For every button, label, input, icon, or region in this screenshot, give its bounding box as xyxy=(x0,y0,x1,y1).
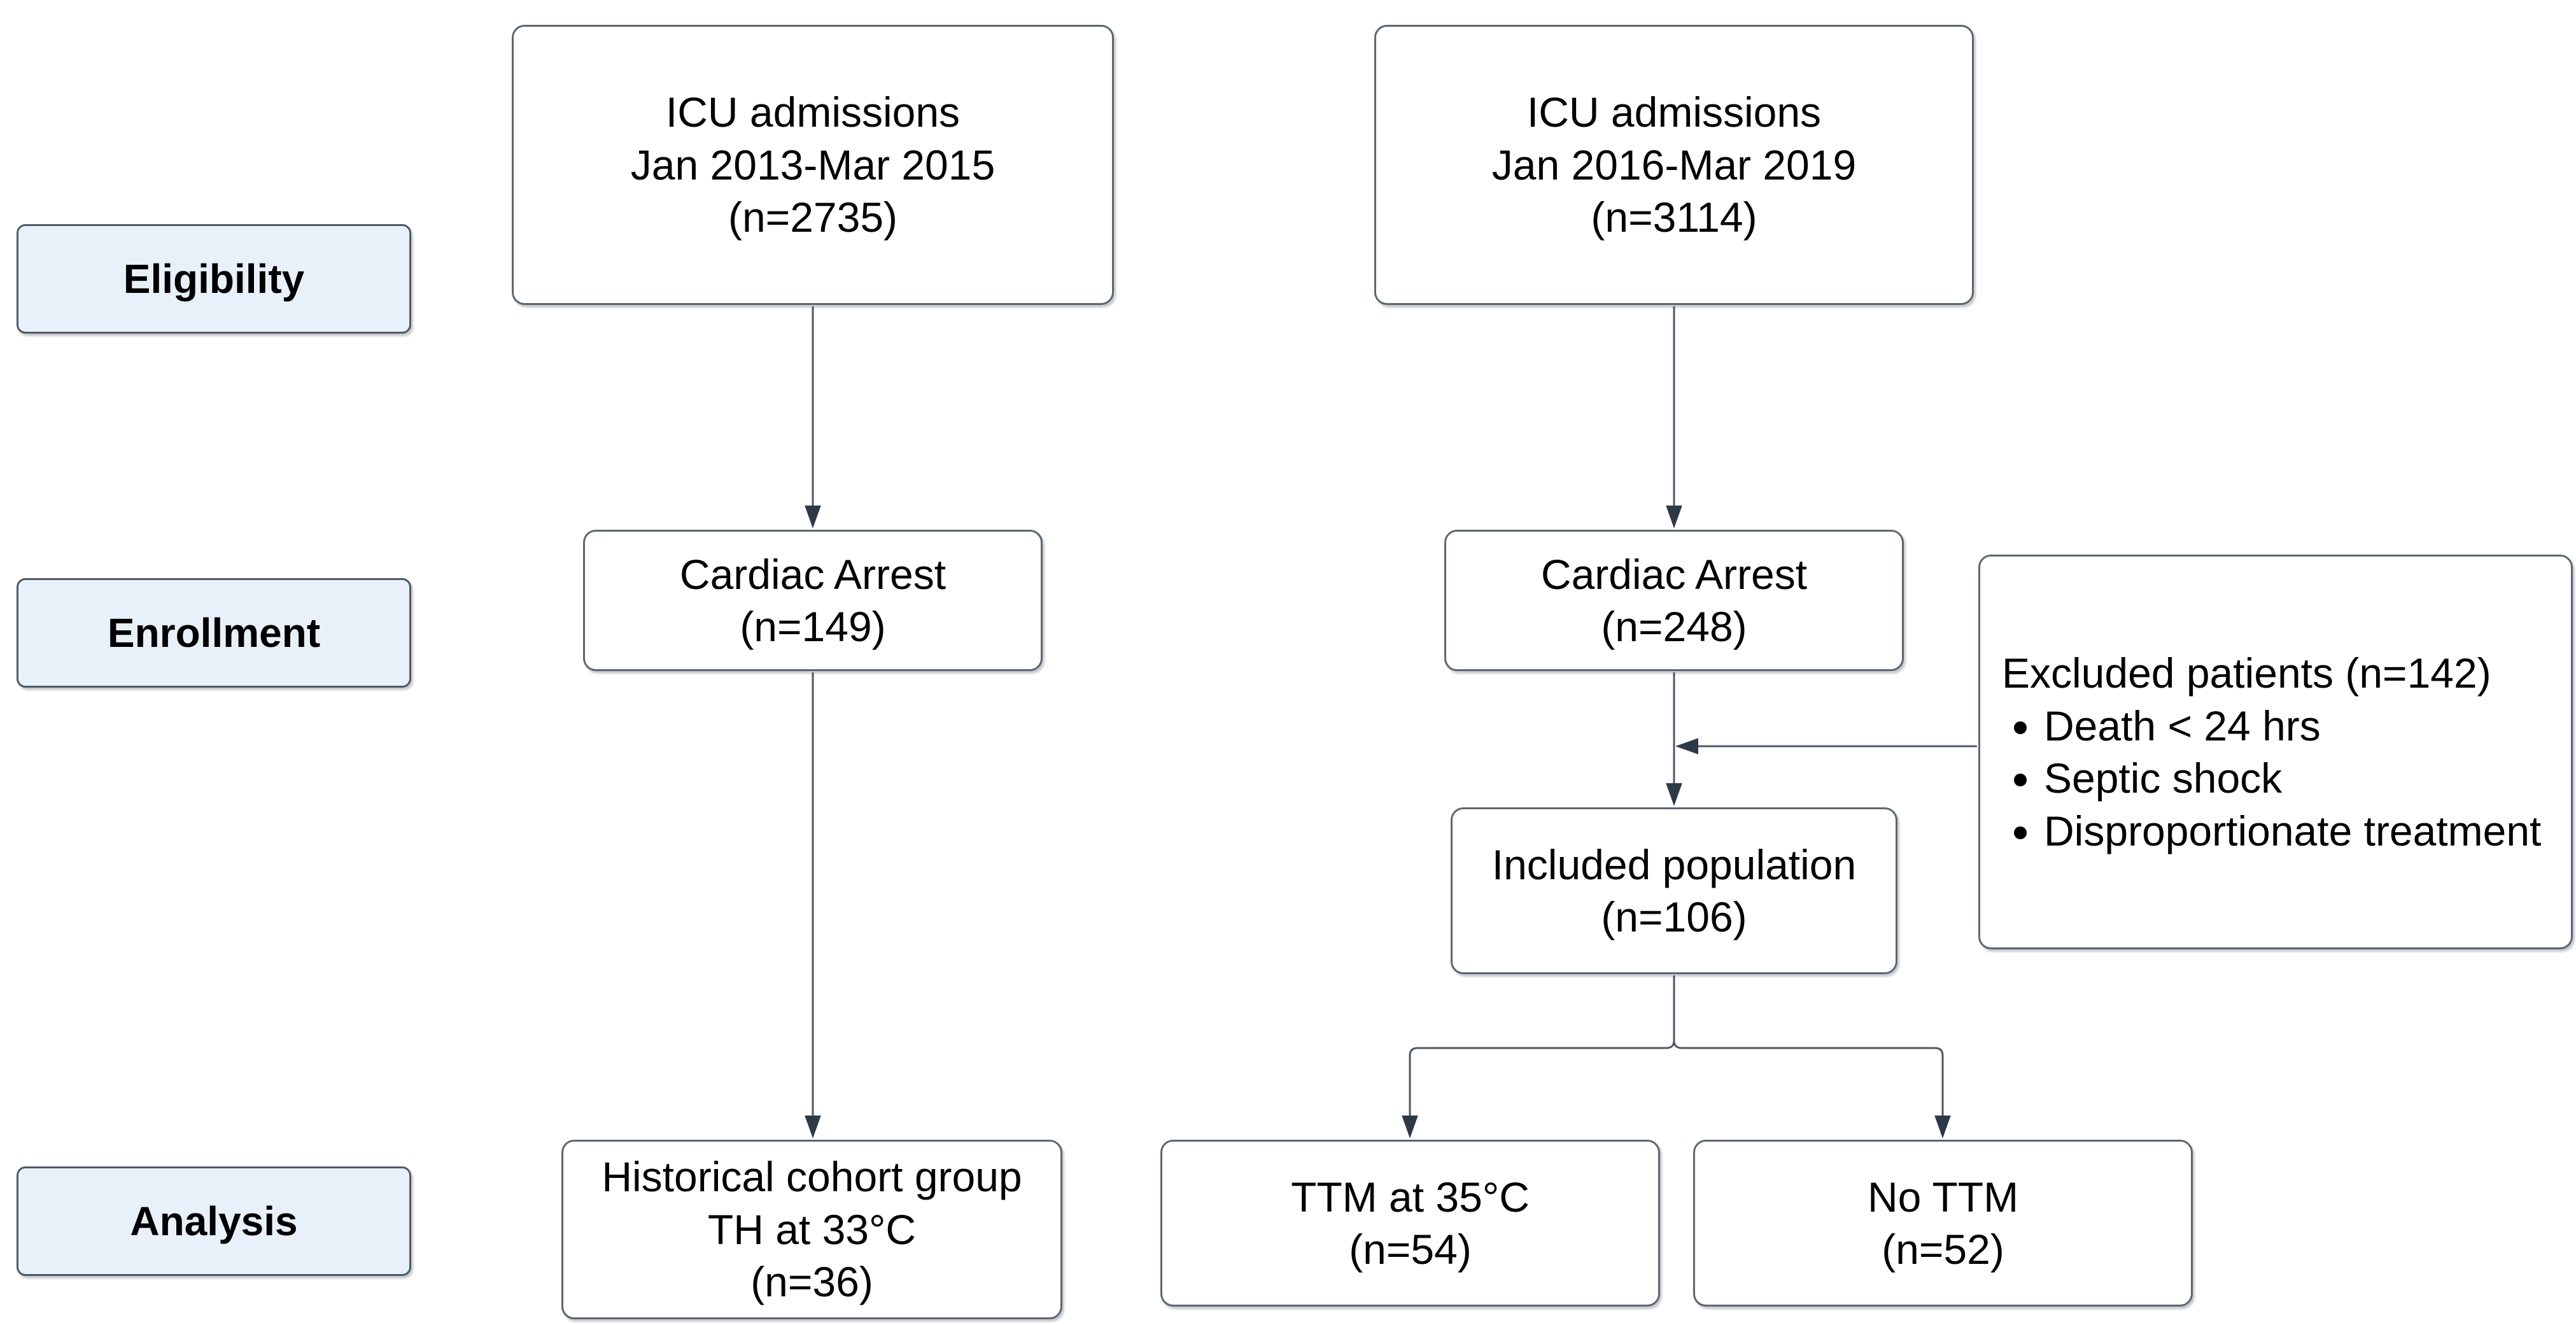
box-text-line: ICU admissions xyxy=(665,89,961,136)
box-text-line: (n=149) xyxy=(740,603,886,650)
stage-label-text: Eligibility xyxy=(123,256,305,302)
icu-admissions-2016-box: ICU admissions Jan 2016-Mar 2019 (n=3114… xyxy=(1374,25,1974,305)
box-text-line: Cardiac Arrest xyxy=(679,550,947,598)
edge-included-to-ttm xyxy=(1402,975,1675,1138)
box-text-line: No TTM xyxy=(1867,1173,2019,1221)
box-text-line: Jan 2016-Mar 2019 xyxy=(1491,141,1857,188)
icu-admissions-2013-box: ICU admissions Jan 2013-Mar 2015 (n=2735… xyxy=(512,25,1114,305)
no-ttm-box: No TTM (n=52) xyxy=(1693,1140,2193,1307)
box-text-line: (n=2735) xyxy=(728,194,898,241)
box-text-line: (n=52) xyxy=(1882,1226,2004,1273)
excluded-bullet: Septic shock xyxy=(2044,752,2541,805)
box-text-line: (n=248) xyxy=(1601,603,1747,650)
historical-cohort-box: Historical cohort group TH at 33°C (n=36… xyxy=(561,1140,1062,1319)
excluded-bullet-list: Death < 24 hrs Septic shock Disproportio… xyxy=(2002,700,2541,858)
box-text-line: (n=54) xyxy=(1349,1226,1472,1273)
box-text-line: (n=3114) xyxy=(1591,194,1757,241)
box-text-line: ICU admissions xyxy=(1526,89,1822,136)
box-text-line: Jan 2013-Mar 2015 xyxy=(630,141,996,188)
stage-label-eligibility: Eligibility xyxy=(17,224,411,334)
cardiac-arrest-2016-box: Cardiac Arrest (n=248) xyxy=(1444,530,1904,671)
box-text-line: Cardiac Arrest xyxy=(1540,550,1808,598)
excluded-bullet: Disproportionate treatment xyxy=(2044,805,2541,858)
stage-label-enrollment: Enrollment xyxy=(17,578,411,688)
stage-label-analysis: Analysis xyxy=(17,1166,411,1276)
stage-label-text: Enrollment xyxy=(107,610,321,656)
box-text-line: TTM at 35°C xyxy=(1291,1173,1530,1221)
included-population-box: Included population (n=106) xyxy=(1451,807,1897,974)
excluded-title: Excluded patients (n=142) xyxy=(2002,649,2491,697)
box-text-line: Included population xyxy=(1491,840,1857,888)
box-text-line: TH at 33°C xyxy=(707,1205,917,1253)
ttm-35c-box: TTM at 35°C (n=54) xyxy=(1160,1140,1660,1307)
box-text-line: (n=106) xyxy=(1601,893,1747,940)
box-text-line: (n=36) xyxy=(750,1258,873,1306)
excluded-bullet: Death < 24 hrs xyxy=(2044,700,2541,753)
edge-included-to-no-ttm xyxy=(1673,975,1951,1138)
cardiac-arrest-2013-box: Cardiac Arrest (n=149) xyxy=(583,530,1043,671)
stage-label-text: Analysis xyxy=(130,1198,298,1244)
box-text-line: Historical cohort group xyxy=(602,1153,1022,1201)
excluded-patients-box: Excluded patients (n=142) Death < 24 hrs… xyxy=(1978,555,2573,949)
